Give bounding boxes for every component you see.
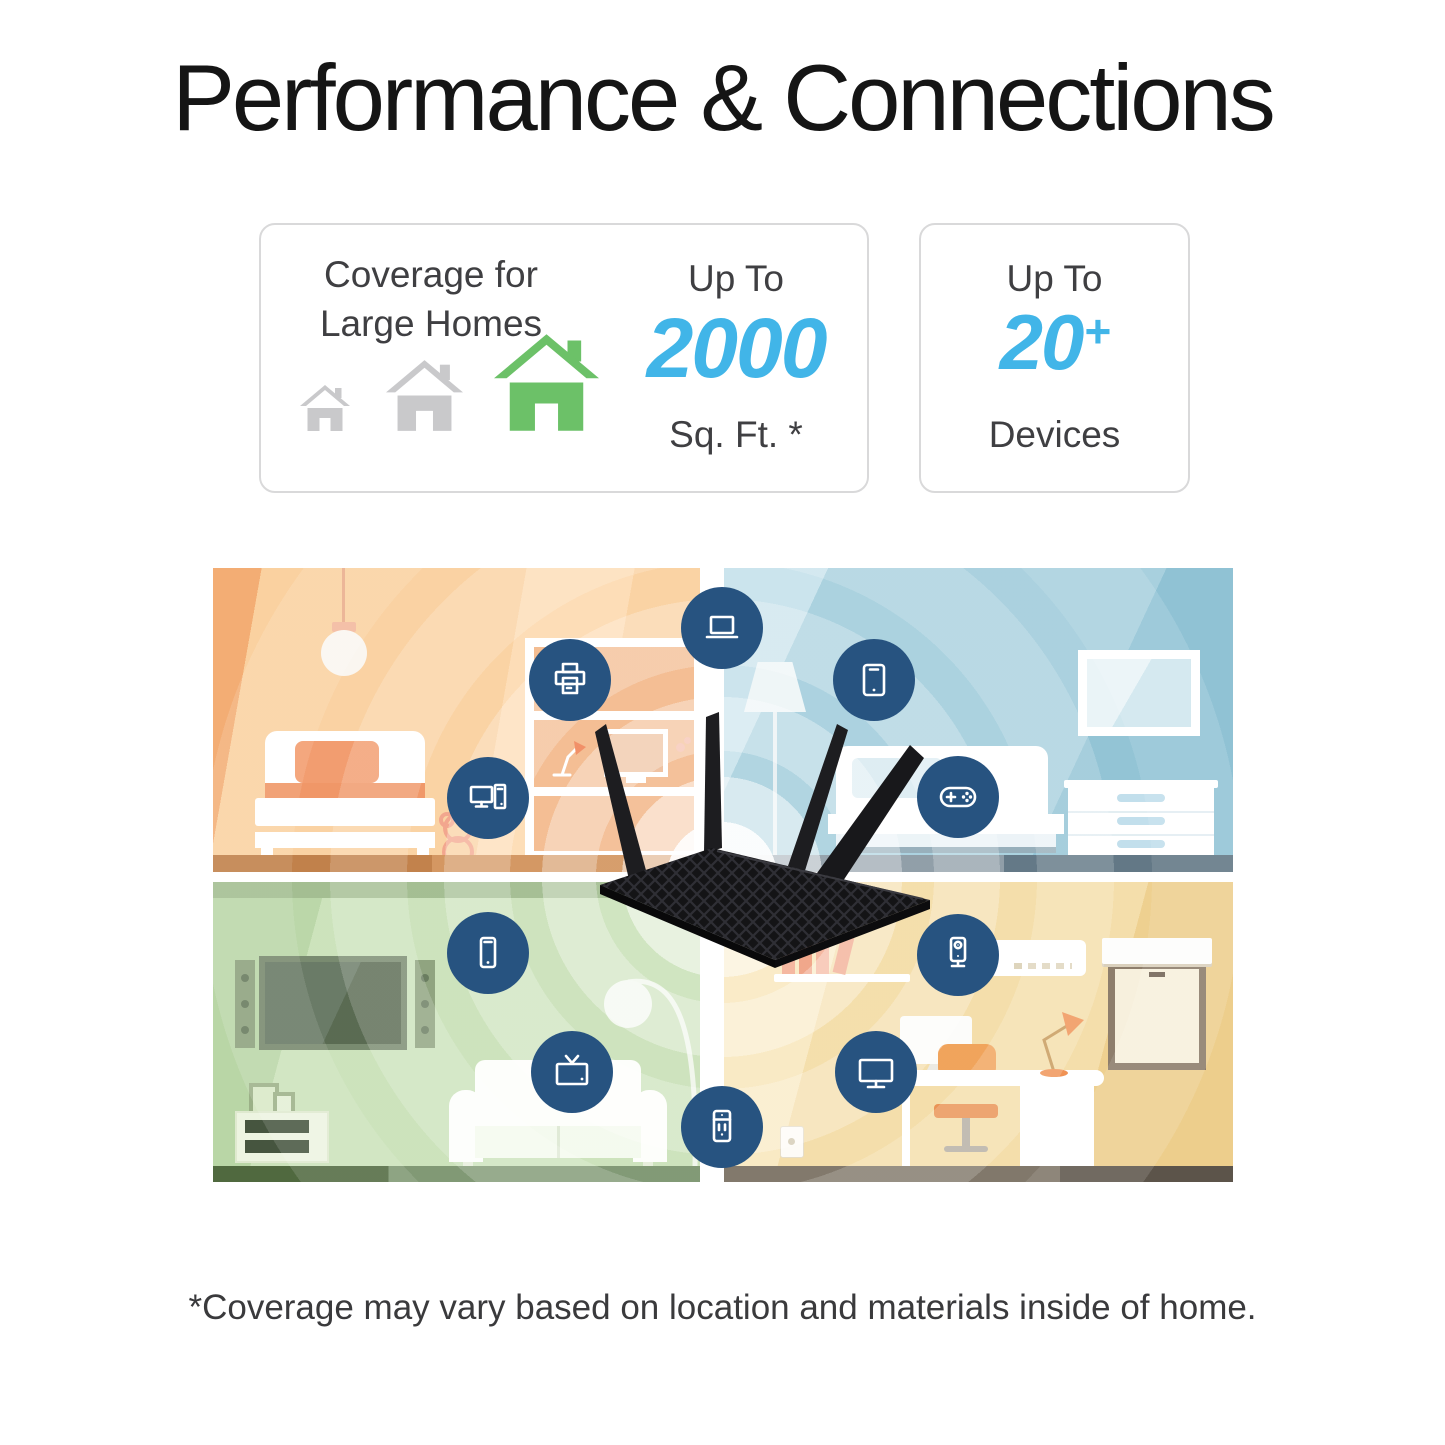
pendant-lamp xyxy=(321,568,367,680)
smart-tv-icon xyxy=(531,1031,613,1113)
plus-sign: + xyxy=(1084,305,1111,357)
laptop-icon xyxy=(681,587,763,669)
desk-setup xyxy=(892,1010,1104,1166)
devices-value: 20+ xyxy=(999,298,1112,386)
coverage-unit: Sq. Ft. * xyxy=(669,414,803,455)
wall-tv-speakers xyxy=(235,956,437,1052)
router-antenna-4 xyxy=(796,745,924,919)
coverage-label: Coverage for Large Homes xyxy=(319,254,543,344)
large-green-house-icon xyxy=(494,334,599,431)
floor-yellow xyxy=(724,1166,1233,1182)
router-antenna-3 xyxy=(788,724,848,874)
computer-monitor-icon xyxy=(835,1031,917,1113)
router-antenna-1 xyxy=(595,724,647,884)
page-title: Performance & Connections xyxy=(172,45,1276,150)
bed xyxy=(255,731,435,863)
router-body-top xyxy=(600,848,930,960)
tablet-icon xyxy=(833,639,915,721)
wall-outlet xyxy=(780,1126,804,1158)
devices-upto: Up To xyxy=(1006,258,1103,299)
router-antenna-2 xyxy=(704,712,722,853)
floor-green xyxy=(213,1166,700,1182)
security-camera-icon xyxy=(917,914,999,996)
devices-card: Up To 20+ Devices xyxy=(919,223,1190,493)
desk-lamp xyxy=(1040,1012,1084,1077)
media-console xyxy=(235,1111,329,1163)
small-house-icon xyxy=(300,385,350,431)
window xyxy=(1102,938,1212,1070)
desktop-computer-icon xyxy=(447,757,529,839)
smart-plug-icon xyxy=(681,1086,763,1168)
printer-icon xyxy=(529,639,611,721)
wall-art xyxy=(1078,650,1200,736)
game-controller-icon xyxy=(917,756,999,838)
coverage-card: Coverage for Large Homes Up To 2000 Sq. … xyxy=(259,223,869,493)
coverage-upto: Up To xyxy=(688,258,784,299)
footnote: *Coverage may vary based on location and… xyxy=(188,1288,1257,1327)
wifi-router xyxy=(595,712,930,968)
medium-house-icon xyxy=(386,360,463,431)
devices-label: Devices xyxy=(988,414,1121,455)
coverage-value: 2000 xyxy=(646,301,828,395)
shelf-desk-lamp xyxy=(552,741,586,777)
dresser xyxy=(1064,780,1218,858)
smartphone-icon xyxy=(447,912,529,994)
